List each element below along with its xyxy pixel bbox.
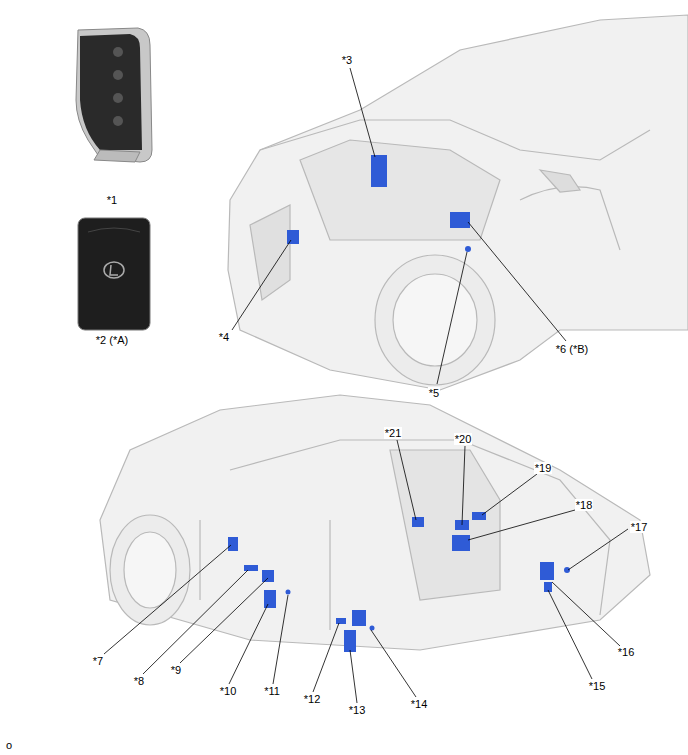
part [287, 230, 299, 244]
callout-number: *9 [170, 664, 182, 676]
callout-number: *15 [588, 680, 607, 692]
callout-number: *4 [218, 331, 230, 343]
callout-number: *5 [428, 387, 440, 399]
callout-number: *12 [303, 693, 322, 705]
callout-number: *19 [534, 462, 553, 474]
callout-number: *20 [454, 433, 473, 445]
part [228, 512, 570, 652]
callout-number: *21 [384, 427, 403, 439]
part [450, 212, 470, 228]
callout-number: *8 [133, 675, 145, 687]
callout-number: *10 [219, 685, 238, 697]
callout-number: *11 [263, 685, 281, 697]
car-front [228, 15, 688, 390]
callout-number: *16 [617, 646, 636, 658]
figure-id: o [5, 739, 13, 751]
card-key [78, 218, 150, 330]
callout-number: *14 [410, 698, 429, 710]
callout-number: *18 [575, 499, 594, 511]
car-rear [100, 395, 650, 650]
callout-number: *7 [92, 655, 104, 667]
leader-line [104, 68, 628, 703]
callout-number: *2 (*A) [95, 334, 129, 346]
callout-number: *17 [630, 521, 649, 533]
part [465, 246, 471, 252]
callout-number: *1 [106, 194, 118, 206]
part [371, 155, 387, 187]
key-fob [76, 28, 152, 162]
callout-number: *3 [341, 54, 353, 66]
callout-number: *6 (*B) [555, 343, 589, 355]
callout-number: *13 [348, 704, 367, 716]
